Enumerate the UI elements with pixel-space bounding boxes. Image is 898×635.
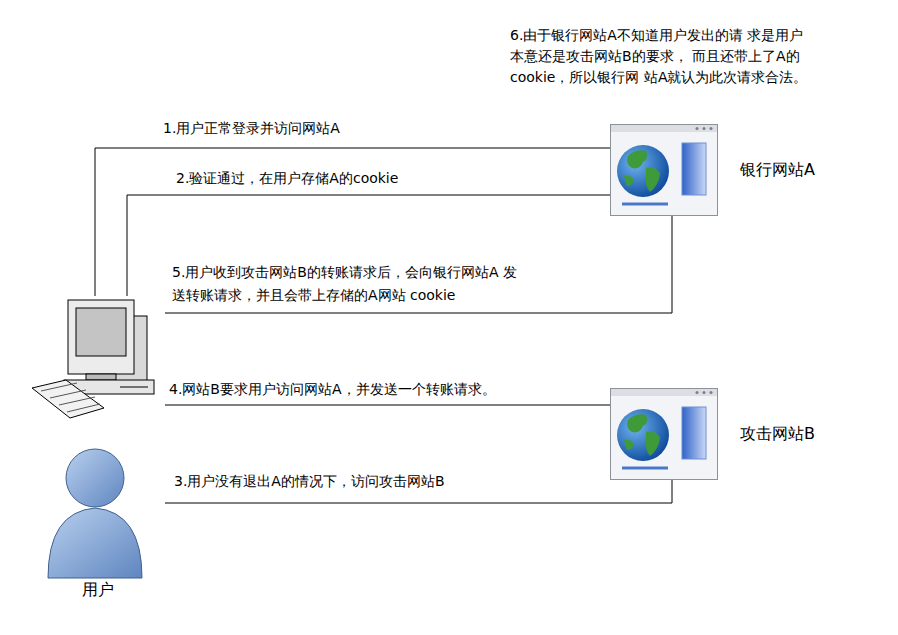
user-node: 用户 bbox=[30, 296, 165, 606]
connector-line bbox=[127, 195, 610, 296]
step-label: 1.用户正常登录并访问网站A bbox=[163, 118, 340, 138]
bank-site-node: 银行网站A bbox=[610, 124, 718, 216]
node-label: 攻击网站B bbox=[740, 424, 815, 444]
step-label: 5.用户收到攻击网站B的转账请求后，会向银行网站A 发送转账请求，并且会带上存储… bbox=[172, 261, 520, 307]
note-text: 6.由于银行网站A不知道用户发出的请 求是用户本意还是攻击网站B的要求， 而且还… bbox=[510, 25, 810, 88]
browser-icon bbox=[610, 124, 718, 216]
connector-line bbox=[165, 216, 672, 313]
connector-path bbox=[127, 195, 610, 296]
browser-icon bbox=[610, 388, 718, 480]
connector-path bbox=[165, 216, 672, 313]
node-label: 用户 bbox=[30, 580, 165, 600]
connector-path bbox=[165, 405, 610, 406]
step-label: 4.网站B要求用户访问网站A，并发送一个转账请求。 bbox=[169, 379, 496, 399]
attack-site-node: 攻击网站B bbox=[610, 388, 718, 480]
step-label: 2.验证通过，在用户存储A的cookie bbox=[176, 168, 398, 188]
user-computer-icon bbox=[30, 296, 165, 606]
step-label: 3.用户没有退出A的情况下，访问攻击网站B bbox=[174, 471, 445, 491]
node-label: 银行网站A bbox=[740, 160, 815, 180]
connector-line bbox=[165, 405, 610, 406]
